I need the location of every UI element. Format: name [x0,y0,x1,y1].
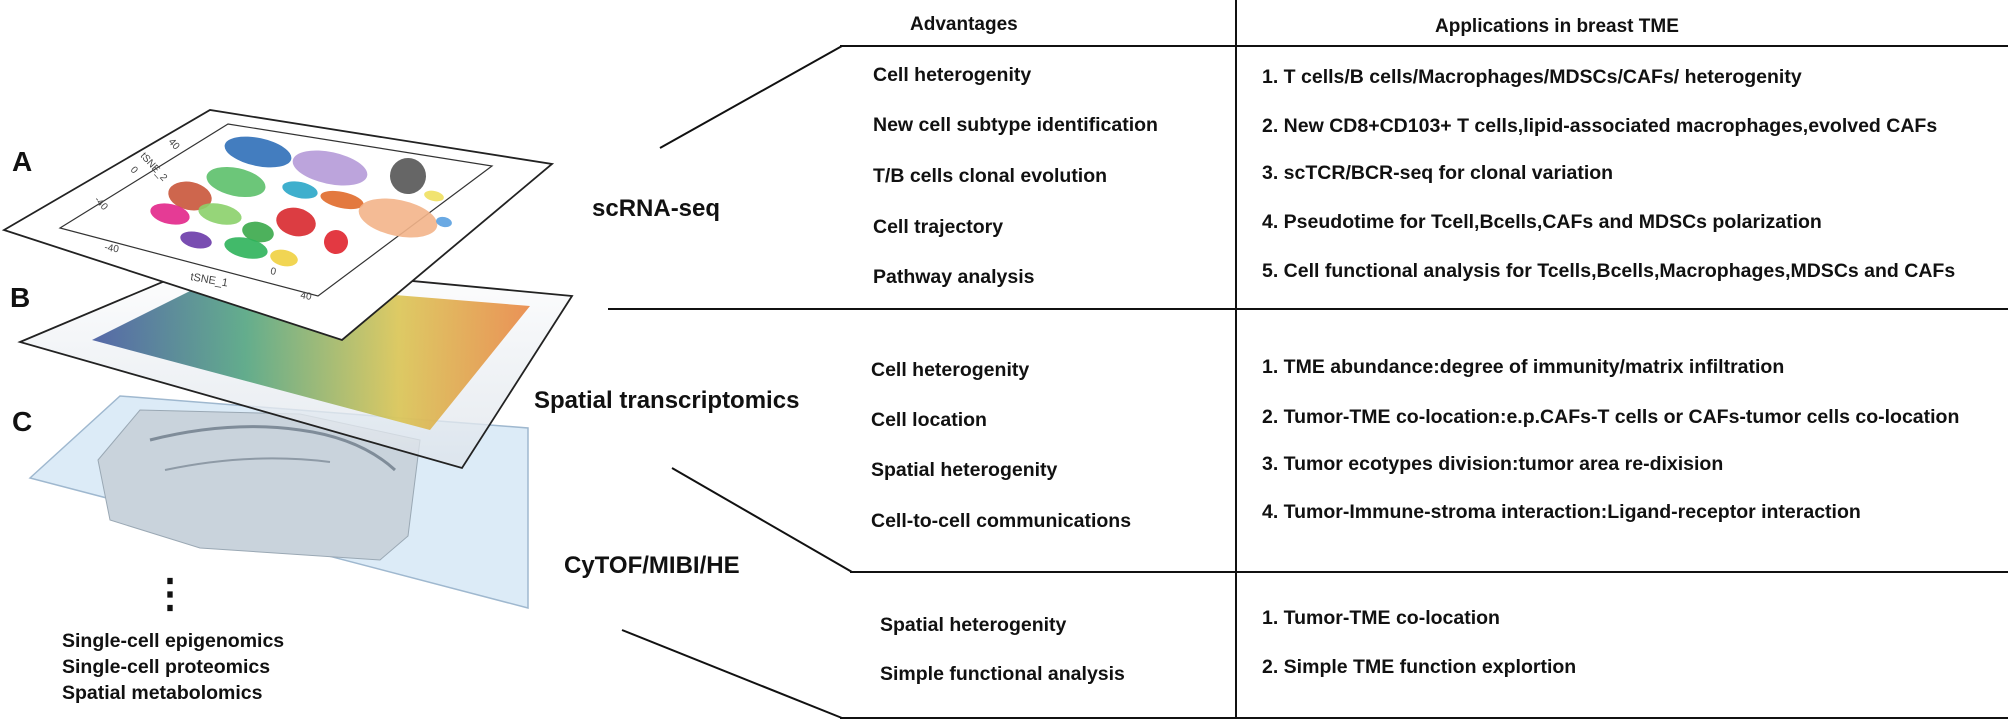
application-item: 1. T cells/B cells/Macrophages/MDSCs/CAF… [1262,66,1802,88]
connector-scrna [659,45,843,149]
tsne-cluster-blob [270,249,298,267]
advantage-item: Cell heterogenity [871,359,1030,381]
other-omics-item: Single-cell epigenomics [62,630,285,652]
application-item: 4. Pseudotime for Tcell,Bcells,CAFs and … [1262,211,1822,233]
layer-stack-illustration: tSNE_1 tSNE_2 -40 0 40 -40 0 40 [1,109,574,609]
tsne-cluster-blob [224,136,292,168]
application-item: 2. Tumor-TME co-location:e.p.CAFs-T cell… [1262,406,1960,428]
tsne-cluster-blob [424,190,444,202]
tsne-tick: 40 [299,290,312,303]
tsne-tick: -40 [103,242,120,255]
application-item: 1. TME abundance:degree of immunity/matr… [1262,356,1785,378]
applications-header: Applications in breast TME [1435,16,1679,37]
tsne-cluster-blob [324,230,348,254]
tech-label-cytof-mibi-he: CyTOF/MIBI/HE [564,552,740,579]
tsne-cluster-blob [242,221,274,243]
tsne-cluster-blob [320,190,364,210]
layer-a-tsne-slide: tSNE_1 tSNE_2 -40 0 40 -40 0 40 [1,109,555,342]
advantage-item: Cell heterogenity [873,64,1032,86]
tsne-cluster-blob [282,181,318,199]
panel-label-b: B [10,282,31,313]
tech-label-scrna-seq: scRNA-seq [592,195,721,222]
advantage-item: Cell trajectory [873,216,1004,238]
other-omics-item: Single-cell proteomics [62,656,271,678]
advantage-item: Simple functional analysis [880,663,1125,685]
tsne-cluster-blob [150,203,190,225]
application-item: 1. Tumor-TME co-location [1262,607,1500,629]
advantage-item: Cell-to-cell communications [871,510,1132,532]
tsne-tick: 0 [269,266,277,278]
other-omics-item: Spatial metabolomics [62,682,263,704]
advantage-item: T/B cells clonal evolution [873,165,1108,187]
tsne-cluster-blob [358,198,438,238]
ellipsis-glyph: ⋮ [150,572,190,616]
tsne-cluster-blob [390,158,426,194]
application-item: 5. Cell functional analysis for Tcells,B… [1262,260,1956,282]
application-item: 2. New CD8+CD103+ T cells,lipid-associat… [1262,115,1938,137]
tsne-cluster-blob [436,216,452,228]
panel-label-c: C [12,406,33,437]
tsne-cluster-blob [168,181,212,211]
advantage-item: New cell subtype identification [873,114,1158,136]
tsne-cluster-blob [206,166,266,198]
tsne-cluster-blob [180,231,212,249]
connector-cytof [621,629,843,719]
layer-b-spatial-grid [17,261,574,470]
tsne-clusters [150,136,452,267]
tsne-tick: 0 [128,165,140,177]
application-item: 4. Tumor-Immune-stroma interaction:Ligan… [1262,501,1861,523]
panel-label-a: A [12,146,33,177]
application-item: 2. Simple TME function explortion [1262,656,1577,678]
advantage-item: Cell location [871,409,987,431]
advantage-item: Pathway analysis [873,266,1035,288]
advantage-item: Spatial heterogenity [880,614,1067,636]
tech-label-spatial-transcriptomics: Spatial transcriptomics [534,387,800,414]
tsne-cluster-blob [292,150,368,186]
tsne-cluster-blob [198,203,242,225]
tsne-cluster-blob [276,207,316,237]
advantages-header: Advantages [910,14,1018,35]
tsne-cluster-blob [224,237,268,259]
advantage-item: Spatial heterogenity [871,459,1058,481]
application-item: 3. Tumor ecotypes division:tumor area re… [1262,453,1724,475]
application-item: 3. scTCR/BCR-seq for clonal variation [1262,162,1614,184]
